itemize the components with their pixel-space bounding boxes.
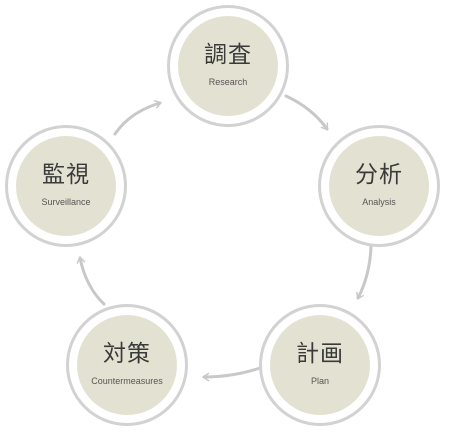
node-surveillance-fill: 監視 Surveillance	[16, 136, 116, 236]
node-surveillance-title: 監視	[42, 162, 90, 188]
node-analysis-subtitle: Analysis	[362, 197, 396, 207]
node-countermeasures: 対策 Countermeasures	[66, 304, 188, 426]
node-research-title: 調査	[204, 42, 252, 68]
node-analysis-title: 分析	[355, 162, 403, 188]
node-research-subtitle: Research	[208, 77, 248, 87]
node-plan-fill: 計画 Plan	[270, 315, 370, 415]
arrow-analysis-to-plan	[356, 244, 373, 300]
node-countermeasures-title: 対策	[103, 341, 151, 367]
node-surveillance: 監視 Surveillance	[5, 125, 127, 247]
arrow-plan-to-countermeasures	[202, 366, 262, 382]
node-plan-subtitle: Plan	[310, 376, 329, 386]
node-research-fill: 調査 Research	[178, 16, 278, 116]
node-plan-title: 計画	[296, 341, 344, 367]
arrow-countermeasures-to-surveillance	[76, 256, 106, 306]
node-countermeasures-fill: 対策 Countermeasures	[77, 315, 177, 415]
node-surveillance-subtitle: Surveillance	[41, 197, 91, 207]
arrow-research-to-analysis	[284, 94, 329, 131]
node-analysis-fill: 分析 Analysis	[329, 136, 429, 236]
node-analysis: 分析 Analysis	[318, 125, 440, 247]
node-research: 調査 Research	[167, 5, 289, 127]
node-plan: 計画 Plan	[259, 304, 381, 426]
node-countermeasures-subtitle: Countermeasures	[91, 376, 163, 386]
arrow-surveillance-to-research	[113, 100, 162, 136]
